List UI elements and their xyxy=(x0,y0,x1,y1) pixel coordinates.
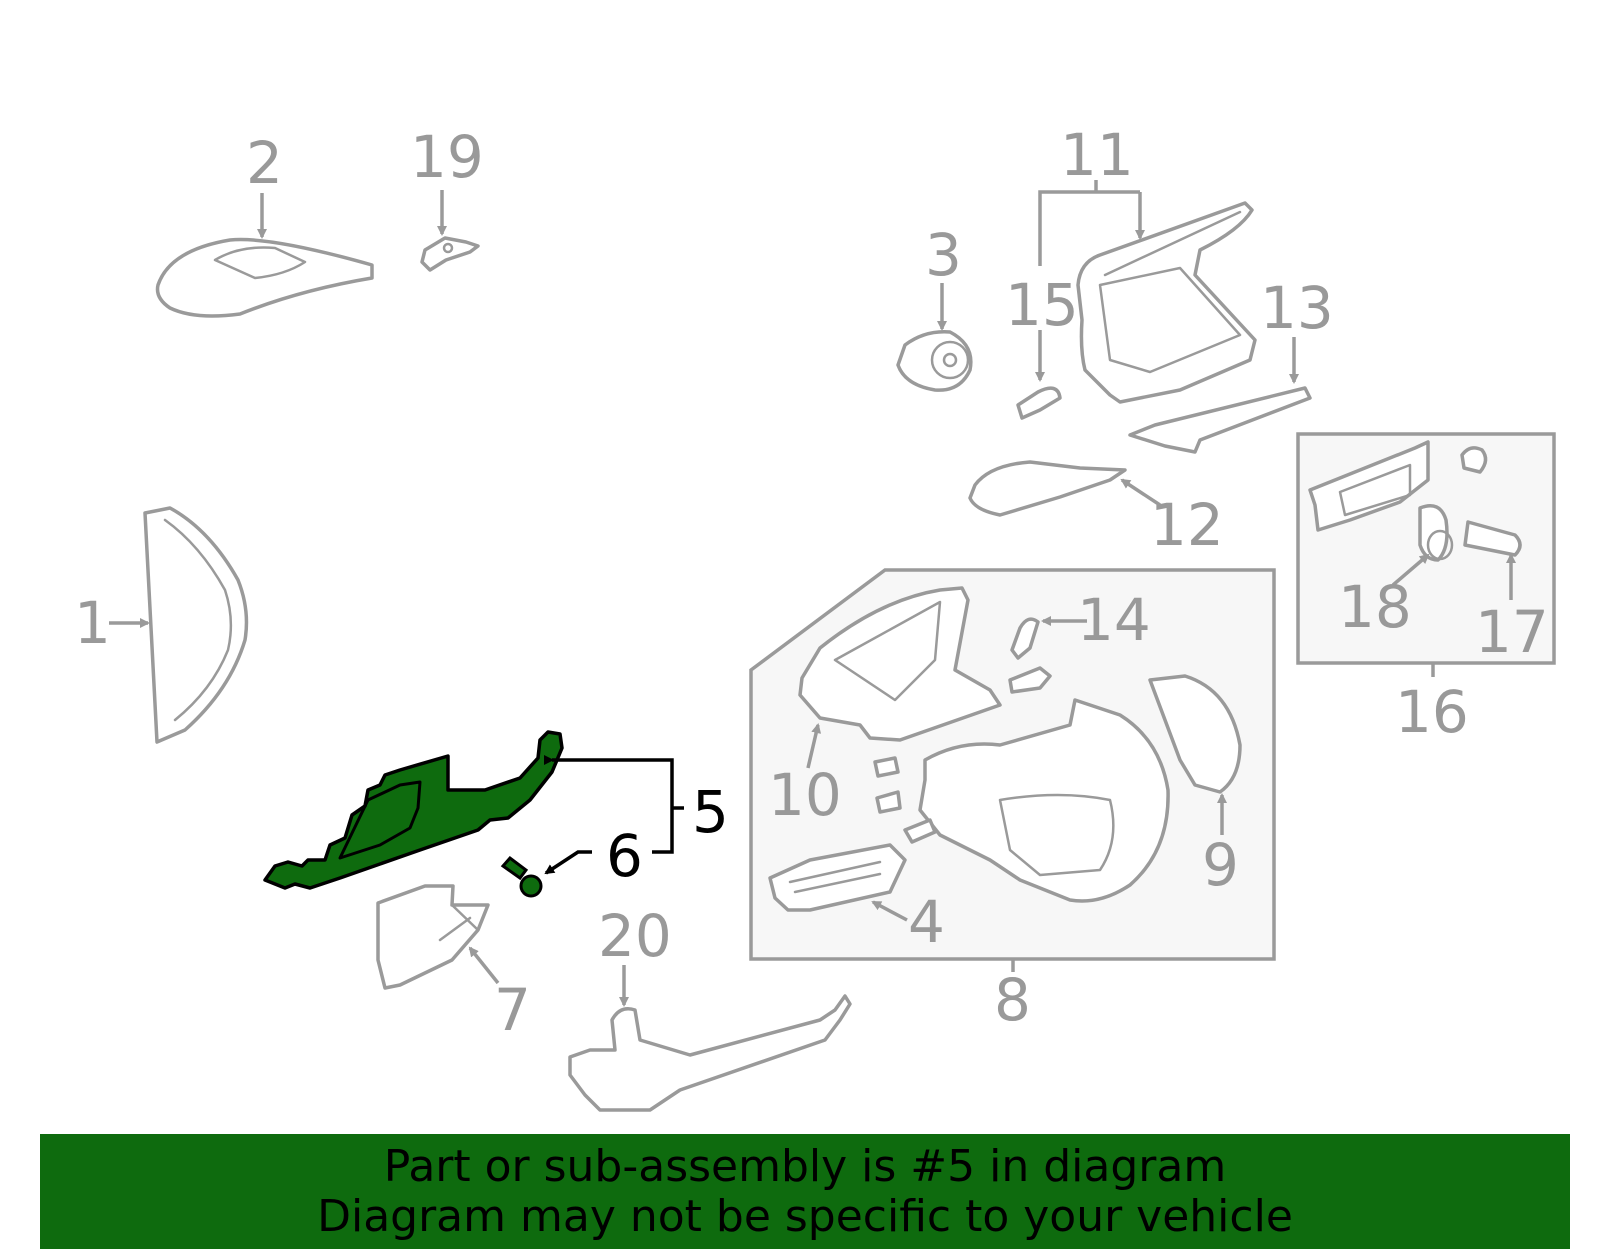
part-7-bin xyxy=(376,884,500,990)
callout-6: 6 xyxy=(606,822,643,890)
banner-line-2: Diagram may not be specific to your vehi… xyxy=(317,1191,1293,1242)
part-6-screw xyxy=(500,850,592,898)
callout-7: 7 xyxy=(494,976,531,1044)
callout-5: 5 xyxy=(692,778,729,846)
callout-3: 3 xyxy=(925,221,962,289)
part-2-cover xyxy=(155,193,374,318)
callout-4: 4 xyxy=(908,888,945,956)
callout-18: 18 xyxy=(1338,573,1412,641)
callout-15: 15 xyxy=(1005,271,1079,339)
disclaimer-banner: Part or sub-assembly is #5 in diagram Di… xyxy=(40,1134,1570,1249)
callout-8: 8 xyxy=(994,966,1031,1034)
part-1-side-trim xyxy=(109,506,249,744)
assembly-16-parts xyxy=(1308,440,1522,600)
callout-19: 19 xyxy=(410,123,484,191)
callout-13: 13 xyxy=(1260,274,1334,342)
callout-10: 10 xyxy=(768,761,842,829)
part-20-trim xyxy=(568,965,852,1112)
part-3-vent-knob xyxy=(896,283,973,392)
callout-2: 2 xyxy=(246,129,283,197)
callout-11: 11 xyxy=(1060,121,1134,189)
part-11-glove-box xyxy=(1038,180,1257,404)
assembly-8-parts xyxy=(768,586,1242,922)
callout-17: 17 xyxy=(1475,598,1549,666)
part-5-highlighted-panel xyxy=(263,730,684,890)
callout-16: 16 xyxy=(1395,678,1469,746)
callout-1: 1 xyxy=(74,589,111,657)
callout-9: 9 xyxy=(1202,831,1239,899)
part-15-screw xyxy=(1016,330,1062,420)
part-13-trim xyxy=(1128,337,1312,454)
part-19-bracket xyxy=(420,190,480,272)
part-12-panel xyxy=(968,460,1161,517)
callout-labels: 1 2 3 4 5 6 7 8 9 10 11 12 13 14 15 16 1… xyxy=(74,121,1549,1044)
callout-14: 14 xyxy=(1077,586,1151,654)
callout-12: 12 xyxy=(1150,491,1224,559)
callout-20: 20 xyxy=(598,902,672,970)
banner-line-1: Part or sub-assembly is #5 in diagram xyxy=(383,1141,1227,1192)
